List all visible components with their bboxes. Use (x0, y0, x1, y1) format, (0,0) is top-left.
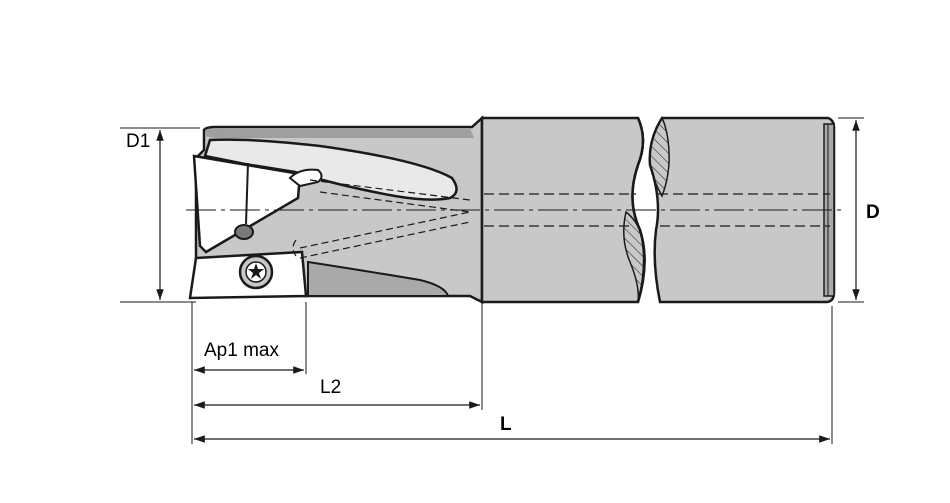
insert-screw-hole (234, 224, 254, 240)
ap1max-label: Ap1 max (204, 340, 279, 361)
l-label: L (500, 414, 512, 435)
dimension-lines (156, 120, 860, 443)
break-section-hatch-2 (649, 116, 670, 198)
break-section-hatch (623, 210, 645, 303)
d-label: D (866, 202, 880, 223)
d1-label: D1 (126, 131, 150, 152)
coolant-slot (288, 168, 323, 188)
lower-flute-shadow (307, 260, 450, 297)
chip-flute (203, 138, 458, 201)
l2-label: L2 (320, 377, 341, 398)
torx-screw-icon (238, 254, 274, 290)
hidden-coolant-channels (292, 179, 471, 259)
cutter-head-top-band (206, 128, 474, 138)
hidden-bore (484, 193, 830, 227)
extension-lines (120, 117, 864, 444)
